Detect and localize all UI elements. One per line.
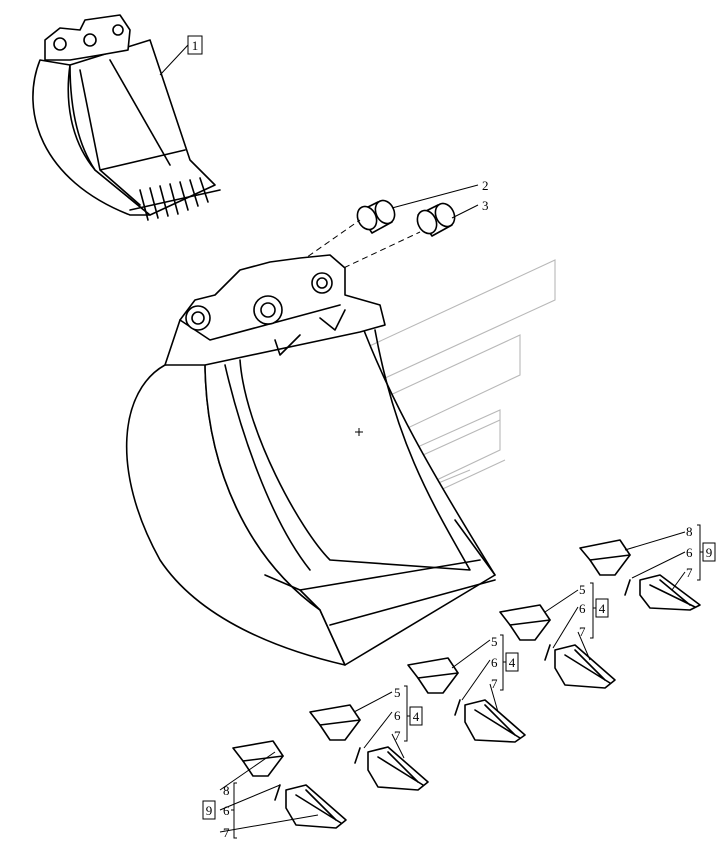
callout-2: 2 xyxy=(482,178,489,193)
svg-text:5: 5 xyxy=(579,582,586,597)
callout-1: 1 xyxy=(187,35,203,55)
svg-text:4: 4 xyxy=(599,601,606,616)
svg-text:6: 6 xyxy=(579,601,586,616)
svg-text:7: 7 xyxy=(394,728,401,743)
bucket-assembly-overview xyxy=(32,14,221,221)
svg-text:1: 1 xyxy=(192,38,199,53)
svg-text:6: 6 xyxy=(686,545,693,560)
svg-text:9: 9 xyxy=(706,545,713,560)
tooth-adapter-group-2 xyxy=(499,604,616,689)
svg-text:5: 5 xyxy=(394,685,401,700)
callout-group-1: 8 6 7 9 xyxy=(686,524,716,580)
svg-text:7: 7 xyxy=(686,565,693,580)
bushing-3 xyxy=(416,202,456,237)
svg-text:8: 8 xyxy=(223,783,230,798)
callout-group-3: 5 6 7 4 xyxy=(491,634,519,691)
svg-text:6: 6 xyxy=(223,803,230,818)
svg-text:6: 6 xyxy=(491,655,498,670)
tooth-adapter-group-5 xyxy=(232,740,347,829)
svg-text:5: 5 xyxy=(491,634,498,649)
main-bucket xyxy=(125,254,496,666)
bushing-2 xyxy=(356,199,396,234)
tooth-adapter-group-3 xyxy=(407,657,526,743)
center-mark xyxy=(355,428,363,436)
tooth-adapter-group-1 xyxy=(579,539,701,611)
bushing-axis-line xyxy=(299,219,421,273)
svg-text:7: 7 xyxy=(491,676,498,691)
leader-lines xyxy=(159,44,686,833)
svg-text:8: 8 xyxy=(686,524,693,539)
tooth-adapter-group-4 xyxy=(309,704,429,791)
svg-text:7: 7 xyxy=(579,624,586,639)
svg-text:6: 6 xyxy=(394,708,401,723)
svg-text:4: 4 xyxy=(509,655,516,670)
svg-text:4: 4 xyxy=(413,709,420,724)
svg-text:9: 9 xyxy=(206,803,213,818)
svg-text:7: 7 xyxy=(223,825,230,840)
callout-group-5: 8 6 7 9 xyxy=(202,783,230,840)
callout-3: 3 xyxy=(482,198,489,213)
callout-group-4: 5 6 7 4 xyxy=(394,685,423,743)
callout-group-2: 5 6 7 4 xyxy=(579,582,609,639)
